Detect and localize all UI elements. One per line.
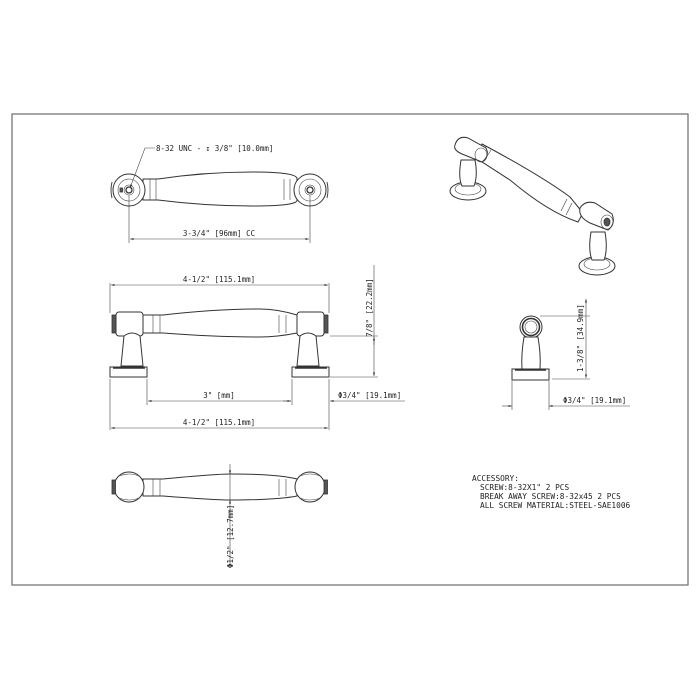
- grip-diameter-dimension: Φ1/2" [12.7mm]: [226, 505, 235, 568]
- side-height-dimension: 1-3/8" [34.9mm]: [576, 304, 585, 372]
- isometric-view: [449, 136, 616, 276]
- top-view: 8-32 UNC - ↧ 3/8" [10.0mm] 3-3/4" [96mm]…: [110, 144, 329, 243]
- overall-length-top: 4-1/2" [115.1mm]: [183, 275, 255, 284]
- side-view: 1-3/8" [34.9mm] Φ3/4" [19.1mm]: [502, 299, 630, 410]
- notes-line-2: BREAK AWAY SCREW:8-32x45 2 PCS: [480, 492, 621, 501]
- drawing-frame: [11, 113, 689, 586]
- overall-length-bottom: 4-1/2" [115.1mm]: [183, 418, 255, 427]
- thread-callout: 8-32 UNC - ↧ 3/8" [10.0mm]: [156, 144, 273, 153]
- bottom-view: Φ1/2" [12.7mm]: [111, 464, 328, 568]
- accessory-notes: ACCESSORY: SCREW:8-32X1" 2 PCS BREAK AWA…: [472, 474, 631, 510]
- notes-line-1: SCREW:8-32X1" 2 PCS: [480, 483, 569, 492]
- side-base-diameter: Φ3/4" [19.1mm]: [563, 396, 626, 405]
- front-view: 4-1/2" [115.1mm] 7/8" [22.2mm] 3" [mm: [109, 265, 405, 430]
- inner-span-dimension: 3" [mm]: [203, 391, 235, 400]
- base-diameter-dimension: Φ3/4" [19.1mm]: [338, 391, 401, 400]
- projection-dimension: 7/8" [22.2mm]: [365, 278, 374, 337]
- center-to-center-dimension: 3-3/4" [96mm] CC: [183, 229, 255, 238]
- notes-line-3: ALL SCREW MATERIAL:STEEL-SAE1006: [480, 501, 631, 510]
- notes-title: ACCESSORY:: [472, 474, 519, 483]
